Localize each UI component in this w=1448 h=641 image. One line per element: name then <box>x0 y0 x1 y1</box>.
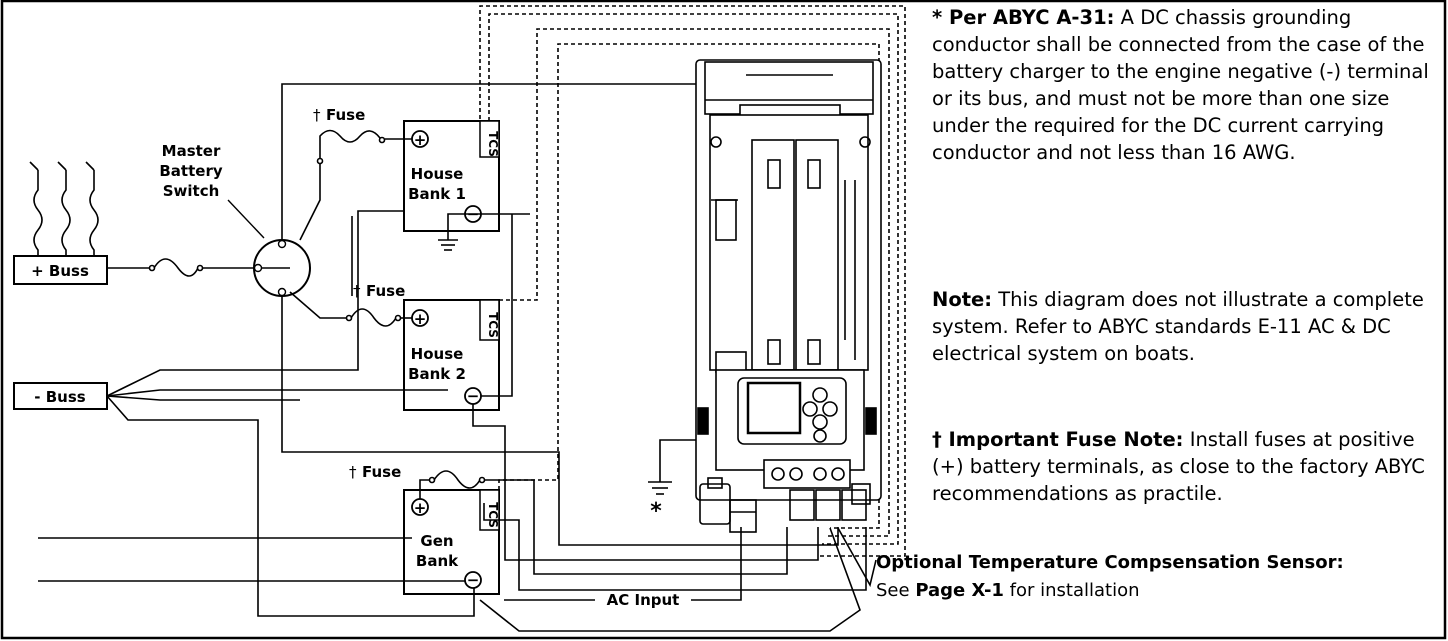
fuse-label-2: Fuse <box>366 282 405 300</box>
sensor-callout <box>479 527 877 632</box>
ground-asterisk: * <box>650 499 662 524</box>
ground-symbol-house1 <box>438 230 458 251</box>
house-bank-2-label-2: Bank 2 <box>408 365 466 383</box>
sensor-text-pre: See <box>876 580 910 601</box>
house-bank-1: + − House Bank 1 TCS <box>403 120 500 232</box>
gen-plus-symbol: + <box>414 499 427 517</box>
fuse-note: † Important Fuse Note: Install fuses at … <box>932 426 1442 507</box>
ground-symbol-chassis <box>648 439 706 495</box>
gen-bank-label-2: Bank <box>416 552 459 570</box>
house-bank-2: + − House Bank 2 TCS <box>403 299 500 411</box>
sensor-title: Optional Temperature Compsensation Senso… <box>876 552 1344 573</box>
sensor-page-link[interactable]: Page X-1 <box>915 580 1004 601</box>
master-switch-label-1: Master <box>162 142 221 160</box>
general-note-text: This diagram does not illustrate a compl… <box>932 288 1424 365</box>
sensor-text: See Page X-1 for installation <box>876 580 1140 601</box>
house2-plus-symbol: + <box>414 310 427 328</box>
minus-buss-label: - Buss <box>34 388 85 406</box>
switch-terminal-bottom <box>277 287 287 297</box>
plus-buss-box <box>13 255 108 285</box>
house-bank-2-tcs: TCS <box>486 312 500 338</box>
master-switch-label-2: Battery <box>159 162 222 180</box>
ac-source-wires <box>29 161 99 255</box>
gen-bank: + − Gen Bank TCS <box>403 489 500 595</box>
plus-buss-label: + Buss <box>31 262 89 280</box>
ac-input-label: AC Input <box>607 591 680 609</box>
abyc-note: * Per ABYC A-31: A DC chassis grounding … <box>932 4 1442 166</box>
house2-minus-symbol: − <box>467 387 480 405</box>
gen-bank-label-1: Gen <box>420 532 453 550</box>
house-bank-2-label-1: House <box>411 345 464 363</box>
fuse-dagger-2: † <box>353 282 361 300</box>
fuse-label-3: Fuse <box>362 463 401 481</box>
house-bank-1-label-1: House <box>411 165 464 183</box>
house-bank-1-tcs: TCS <box>486 131 500 157</box>
minus-buss-box <box>13 382 108 410</box>
fuse-note-text: Install fuses at positive (+) battery te… <box>932 428 1425 505</box>
tcs-dashed-wiring <box>479 5 906 557</box>
general-note: Note: This diagram does not illustrate a… <box>932 286 1442 367</box>
gen-bank-tcs: TCS <box>486 502 500 528</box>
fuse-dagger-1: † <box>313 106 321 124</box>
master-switch-label-3: Switch <box>163 182 220 200</box>
sensor-text-post: for installation <box>1009 580 1140 601</box>
buss-fuse-wire <box>107 258 254 277</box>
house1-plus-symbol: + <box>414 131 427 149</box>
master-switch-pointer <box>227 199 265 239</box>
gen-minus-symbol: − <box>467 571 480 589</box>
abyc-note-text: A DC chassis grounding conductor shall b… <box>932 6 1429 164</box>
switch-terminal-left <box>253 263 263 273</box>
battery-charger <box>695 59 882 533</box>
fuse-note-title: † Important Fuse Note: <box>932 428 1184 451</box>
house-bank-1-label-2: Bank 1 <box>408 185 466 203</box>
abyc-note-title: * Per ABYC A-31: <box>932 6 1115 29</box>
general-note-title: Note: <box>932 288 993 311</box>
fuse-label-1: Fuse <box>326 106 365 124</box>
fuse-dagger-3: † <box>349 463 357 481</box>
switch-terminal-top <box>277 239 287 249</box>
